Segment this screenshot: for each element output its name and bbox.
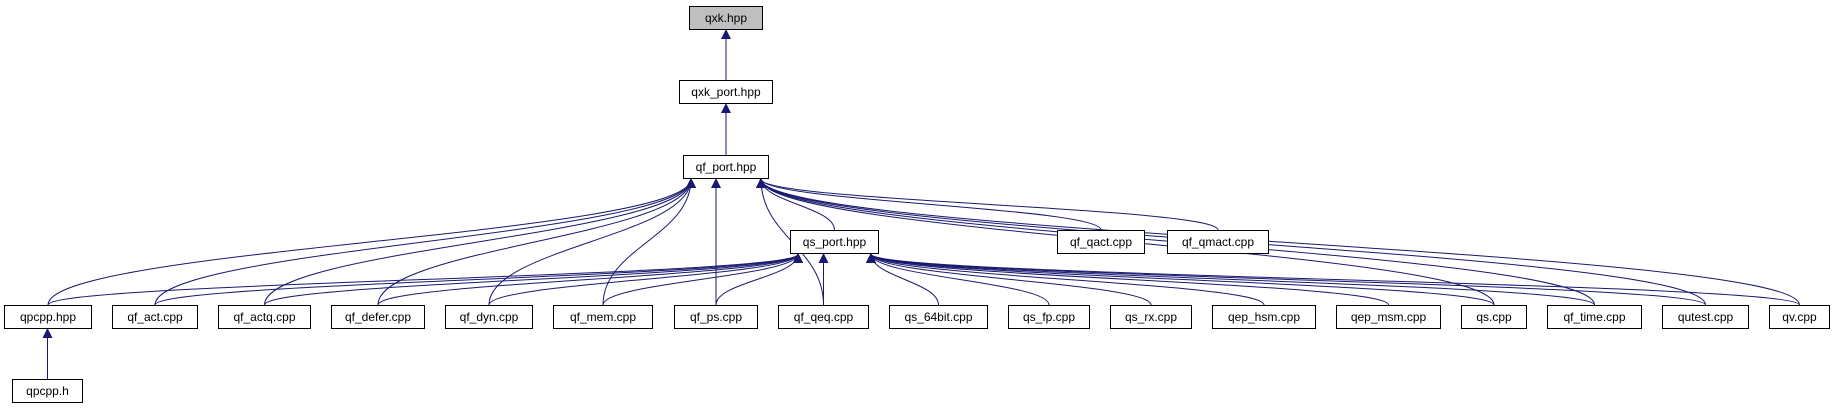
node-qs-port-hpp[interactable]: qs_port.hpp	[790, 230, 879, 254]
node-qf-qeq-cpp[interactable]: qf_qeq.cpp	[778, 305, 869, 329]
node-qs-fp-cpp[interactable]: qs_fp.cpp	[1008, 305, 1090, 329]
edge-qf_time_cpp-to-qs_port_hpp	[866, 253, 1595, 306]
edge-qf_ps_cpp-to-qs_port_hpp	[715, 253, 803, 306]
node-qpcpp-hpp[interactable]: qpcpp.hpp	[4, 305, 92, 329]
edge-qf_mem_cpp-to-qs_port_hpp	[602, 253, 803, 306]
node-qf-qmact-cpp[interactable]: qf_qmact.cpp	[1167, 230, 1269, 254]
node-qpcpp-h[interactable]: qpcpp.h	[12, 379, 83, 403]
edge-qv_cpp-to-qf_port_hpp	[756, 178, 1800, 306]
node-qf-ps-cpp[interactable]: qf_ps.cpp	[674, 305, 758, 329]
edge-qs_cpp-to-qs_port_hpp	[866, 253, 1495, 306]
edge-qep_hsm_cpp-to-qs_port_hpp	[866, 253, 1265, 306]
node-qf-defer-cpp[interactable]: qf_defer.cpp	[331, 305, 425, 329]
edge-qf_mem_cpp-to-qf_port_hpp	[602, 178, 696, 306]
edge-qf_actq_cpp-to-qs_port_hpp	[264, 253, 803, 306]
edge-qs_rx_cpp-to-qs_port_hpp	[866, 253, 1152, 306]
node-qep-hsm-cpp[interactable]: qep_hsm.cpp	[1212, 305, 1316, 329]
edge-qf_defer_cpp-to-qf_port_hpp	[377, 178, 696, 306]
node-qf-dyn-cpp[interactable]: qf_dyn.cpp	[445, 305, 533, 329]
node-qs-64bit-cpp[interactable]: qs_64bit.cpp	[889, 305, 988, 329]
edge-qf_act_cpp-to-qs_port_hpp	[154, 253, 803, 306]
node-qf-act-cpp[interactable]: qf_act.cpp	[112, 305, 198, 329]
edge-qep_msm_cpp-to-qs_port_hpp	[866, 253, 1389, 306]
node-qf-time-cpp[interactable]: qf_time.cpp	[1547, 305, 1642, 329]
edge-qf_qact_cpp-to-qf_port_hpp	[756, 178, 1102, 231]
edge-qutest_cpp-to-qs_port_hpp	[866, 253, 1706, 306]
node-qv-cpp[interactable]: qv.cpp	[1769, 305, 1830, 329]
node-qf-mem-cpp[interactable]: qf_mem.cpp	[553, 305, 653, 329]
node-qxk-port-hpp[interactable]: qxk_port.hpp	[679, 80, 773, 104]
node-qf-port-hpp[interactable]: qf_port.hpp	[683, 155, 769, 179]
edge-qf_dyn_cpp-to-qs_port_hpp	[488, 253, 803, 306]
edge-qv_cpp-to-qs_port_hpp	[866, 253, 1800, 306]
edge-qf_actq_cpp-to-qf_port_hpp	[264, 178, 696, 306]
node-qep-msm-cpp[interactable]: qep_msm.cpp	[1336, 305, 1441, 329]
edge-qf_dyn_cpp-to-qf_port_hpp	[488, 178, 696, 306]
edge-qf_defer_cpp-to-qs_port_hpp	[377, 253, 803, 306]
node-qf-qact-cpp[interactable]: qf_qact.cpp	[1057, 230, 1145, 254]
edge-qf_qmact_cpp-to-qf_port_hpp	[756, 178, 1219, 231]
edge-qs_fp_cpp-to-qs_port_hpp	[866, 253, 1050, 306]
edge-qpcpp_hpp-to-qf_port_hpp	[47, 178, 696, 306]
node-qs-cpp[interactable]: qs.cpp	[1461, 305, 1527, 329]
edge-qf_act_cpp-to-qf_port_hpp	[154, 178, 696, 306]
node-qutest-cpp[interactable]: qutest.cpp	[1662, 305, 1749, 329]
edge-qpcpp_hpp-to-qs_port_hpp	[47, 253, 803, 306]
node-qxk-hpp[interactable]: qxk.hpp	[689, 6, 763, 30]
node-qs-rx-cpp[interactable]: qs_rx.cpp	[1110, 305, 1192, 329]
node-qf-actq-cpp[interactable]: qf_actq.cpp	[218, 305, 311, 329]
